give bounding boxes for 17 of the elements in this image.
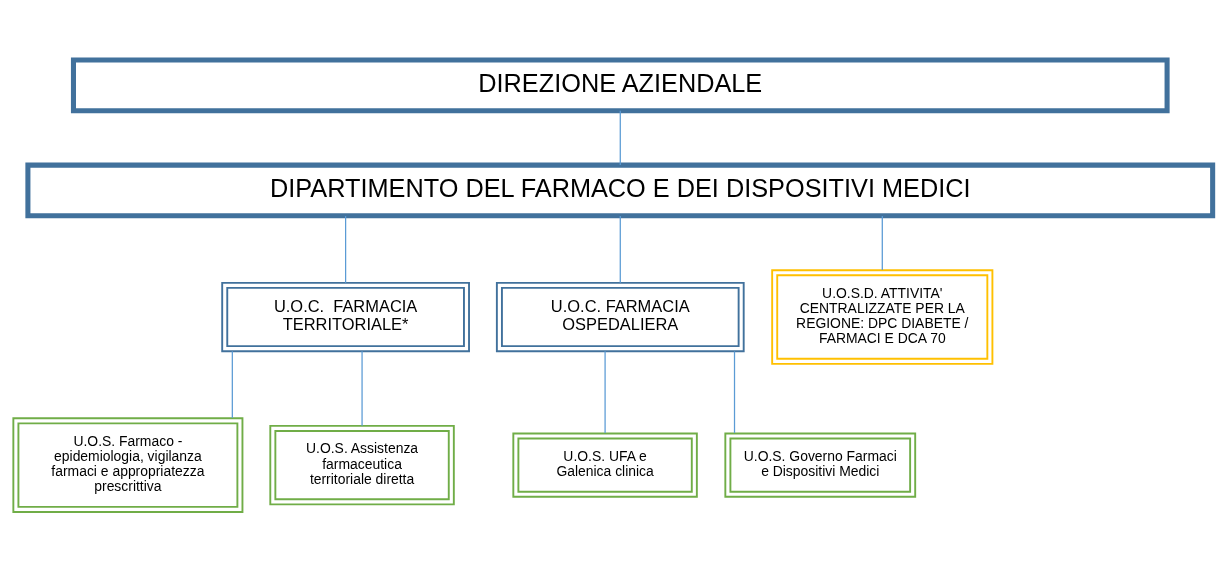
node-box: U.O.S.D. ATTIVITA' CENTRALIZZATE PER LA REGIONE: DPC DIABETE / FARMACI E DCA 70 [771,268,994,365]
connector [733,350,736,434]
node-box: DIPARTIMENTO DEL FARMACO E DEI DISPOSITIVI MEDICI [25,162,1216,218]
node-box: U.O.C. FARMACIA OSPEDALIERA [495,281,745,352]
node-box: U.O.S. UFA e Galenica clinica [512,432,698,498]
connector [231,350,233,419]
node-box: DIREZIONE AZIENDALE [70,57,1170,113]
connector [604,350,606,434]
connector [619,109,621,165]
connector [619,214,621,283]
node-box: U.O.S. Assistenza farmaceutica territoriale diretta [269,424,455,505]
connector [344,214,347,283]
connector [361,350,363,426]
connector [881,214,883,271]
node-box: U.O.S. Governo Farmaci e Dispositivi Medici [724,432,917,498]
node-box: U.O.C. FARMACIA TERRITORIALE* [221,281,470,352]
node-box: U.O.S. Farmaco - epidemiologia, vigilanza farmaci e appropriatezza prescrittiva [12,416,244,513]
